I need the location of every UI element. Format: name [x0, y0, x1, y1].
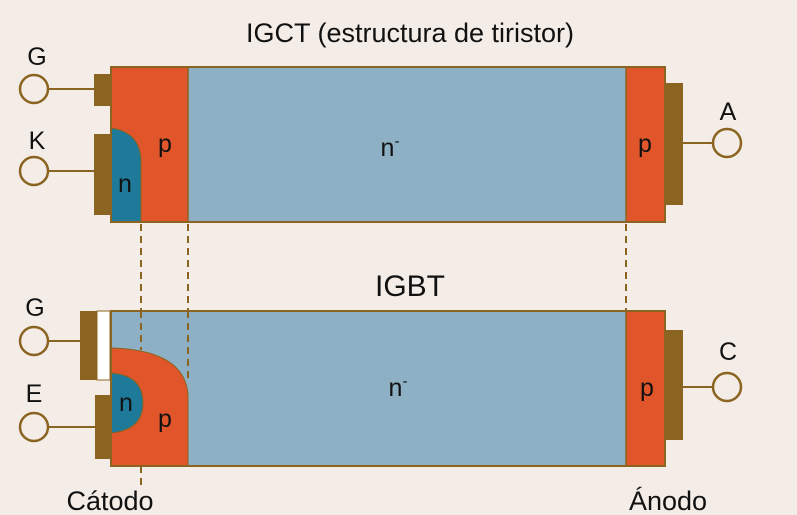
igbt-emitter-label: E: [26, 380, 43, 408]
igbt-gate-oxide: [96, 310, 111, 381]
igbt-p-right-region: [626, 311, 665, 466]
igct-n-region: [110, 127, 142, 223]
cathode-caption: Cátodo: [66, 486, 153, 515]
igct-title: IGCT (estructura de tiristor): [246, 18, 574, 48]
igbt-gate-contact: [80, 311, 97, 380]
igct-gate-contact: [94, 74, 111, 106]
igct-n-label: n: [118, 170, 132, 198]
igbt-n-region: [110, 372, 144, 434]
igbt-title: IGBT: [375, 270, 445, 303]
anode-caption: Ánodo: [629, 486, 707, 515]
igbt-gate-label: G: [25, 294, 44, 322]
igct-p-left-label: p: [158, 130, 172, 158]
igbt-p-left-label: p: [158, 405, 172, 433]
igct-structure: IGCT (estructura de tiristor) G K A n p …: [18, 18, 743, 223]
igbt-collector-label: C: [719, 338, 737, 366]
igct-gate-label: G: [27, 43, 46, 71]
igct-n-minus-region: [110, 66, 666, 223]
igct-gate-terminal: [18, 73, 50, 105]
igbt-n-label: n: [119, 389, 133, 417]
igbt-collector-terminal: [711, 371, 743, 403]
igct-p-right-region: [626, 67, 665, 222]
igct-cathode-label: K: [29, 127, 46, 155]
igbt-emitter-terminal: [18, 411, 50, 443]
igbt-n-minus-region: [111, 311, 665, 466]
igbt-n-minus-label: n-: [389, 373, 408, 402]
igbt-p-right-label: p: [640, 374, 654, 402]
igct-cathode-terminal: [18, 155, 50, 187]
igbt-structure: IGBT G E C n p n- p: [18, 270, 743, 467]
igbt-emitter-contact: [95, 395, 111, 459]
igct-anode-label: A: [720, 98, 737, 126]
igbt-collector-contact: [665, 330, 683, 440]
igct-cathode-contact: [94, 134, 111, 215]
igct-anode-terminal: [711, 127, 743, 159]
igbt-gate-terminal: [18, 325, 50, 357]
igct-p-right-label: p: [638, 130, 652, 158]
igct-anode-contact: [665, 83, 683, 205]
igct-n-minus-label: n-: [381, 133, 400, 162]
